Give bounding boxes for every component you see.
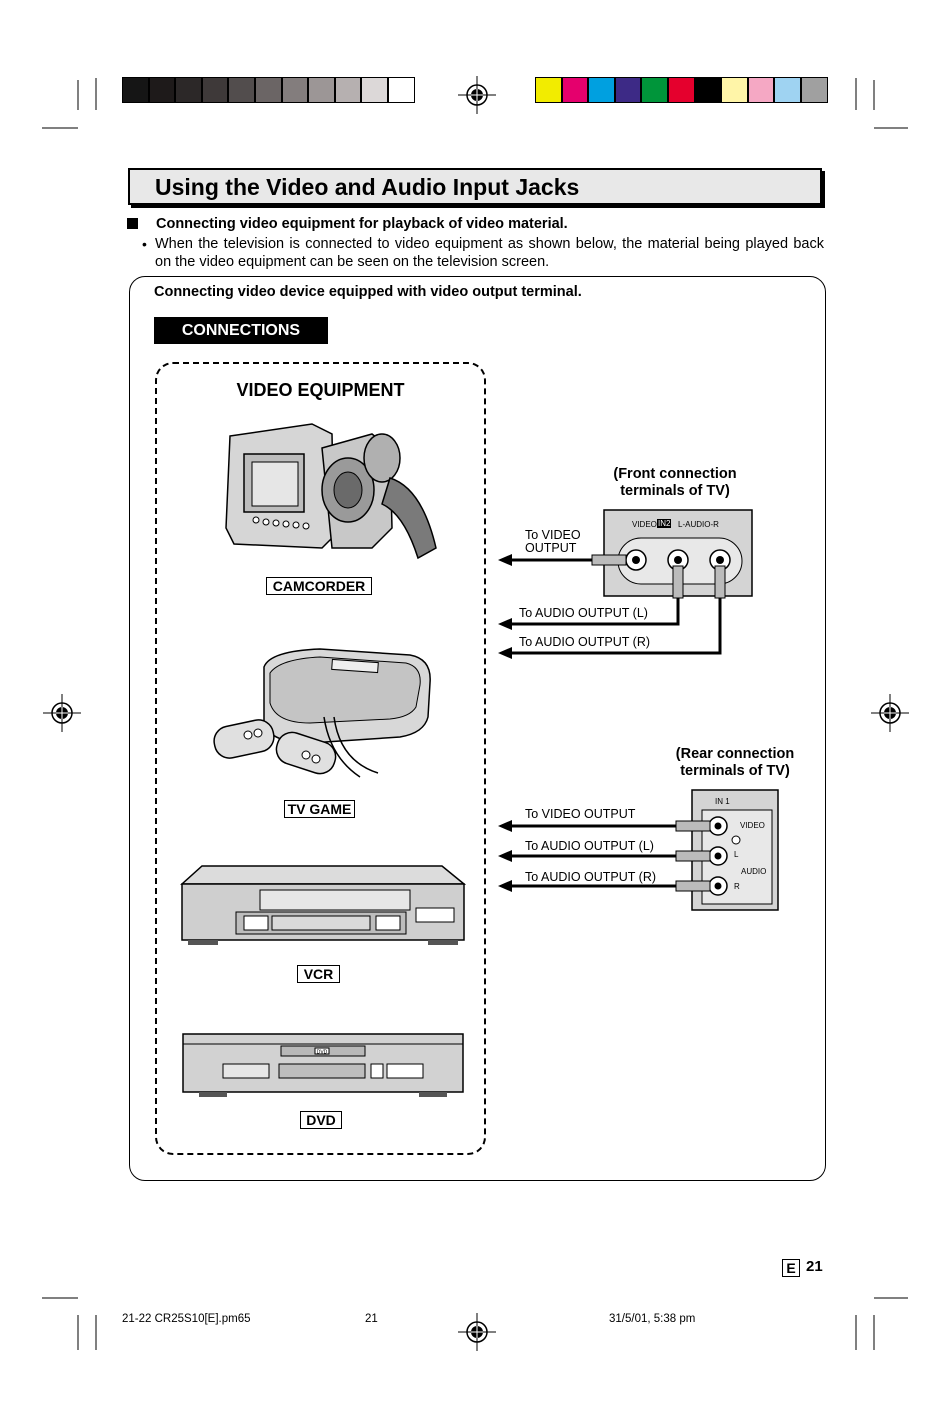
rear-to-video-label: To VIDEO OUTPUT [525, 807, 636, 821]
registration-mark-icon [458, 76, 496, 114]
front-to-audio-r-label: To AUDIO OUTPUT (R) [519, 635, 651, 649]
footer-filename: 21-22 CR25S10[E].pm65 [122, 1313, 251, 1325]
dvd-player-icon: DVD [182, 1033, 464, 1097]
color-swatch [228, 77, 255, 103]
registration-mark-icon [43, 694, 81, 732]
color-swatch [721, 77, 748, 103]
language-tag: E [782, 1259, 800, 1277]
rear-panel-audio-label: AUDIO [741, 867, 767, 876]
rear-title-line2: terminals of TV) [680, 763, 790, 779]
front-panel-video-label: VIDEO [632, 520, 657, 529]
camcorder-icon [225, 423, 437, 560]
camcorder-label: CAMCORDER [266, 577, 372, 595]
rear-connection-diagram [498, 789, 779, 911]
color-swatch [774, 77, 801, 103]
page-title: Using the Video and Audio Input Jacks [155, 174, 580, 200]
rear-to-audio-r-label: To AUDIO OUTPUT (R) [525, 870, 657, 884]
color-swatch [175, 77, 202, 103]
front-terminals-title: (Front connection terminals of TV) [600, 466, 750, 500]
rear-panel-l-label: L [734, 850, 739, 859]
intro-paragraph: When the television is connected to vide… [155, 236, 824, 270]
front-title-line1: (Front connection [613, 466, 737, 482]
rear-panel-video-label: VIDEO [740, 821, 765, 830]
front-title-line2: terminals of TV) [620, 483, 730, 499]
dvd-slot-logo: DVD [317, 1050, 328, 1056]
tv-game-label: TV GAME [284, 800, 355, 818]
connections-label: CONNECTIONS [154, 317, 328, 344]
panel-subheading: Connecting video device equipped with vi… [154, 284, 582, 300]
front-to-audio-l-label: To AUDIO OUTPUT (L) [519, 606, 648, 620]
color-swatch [308, 77, 335, 103]
video-equipment-box [155, 362, 486, 1155]
vcr-label: VCR [297, 965, 340, 983]
front-panel-in2-badge: IN2 [657, 519, 672, 528]
rear-to-audio-l-label: To AUDIO OUTPUT (L) [525, 839, 654, 853]
video-equipment-title: VIDEO EQUIPMENT [236, 380, 405, 400]
color-swatch [361, 77, 388, 103]
color-swatch [148, 77, 176, 103]
color-swatch [255, 77, 282, 103]
registration-mark-icon [458, 1313, 496, 1351]
front-panel-audio-label: L-AUDIO-R [678, 520, 719, 529]
connection-panel [129, 276, 826, 1181]
color-swatch [122, 77, 149, 103]
square-bullet-icon [127, 218, 138, 229]
rear-panel-in1-label: IN 1 [715, 797, 730, 806]
color-swatch [561, 77, 589, 103]
tv-game-icon [213, 648, 431, 778]
footer-date: 31/5/01, 5:38 pm [609, 1313, 696, 1325]
rear-terminals-title: (Rear connection terminals of TV) [660, 746, 810, 780]
color-swatch [334, 77, 362, 103]
page-number: 21 [806, 1258, 823, 1275]
color-swatch [388, 77, 415, 103]
color-swatch [588, 77, 615, 103]
color-swatch [747, 77, 775, 103]
color-swatch [694, 77, 722, 103]
color-swatch [641, 77, 668, 103]
bullet: • [142, 236, 147, 252]
color-swatch [281, 77, 309, 103]
color-swatch [535, 77, 562, 103]
rear-panel-r-label: R [734, 882, 740, 891]
vcr-icon [180, 865, 466, 945]
color-swatch [801, 77, 828, 103]
registration-mark-icon [871, 694, 909, 732]
section-heading: Connecting video equipment for playback … [156, 216, 568, 232]
color-swatch [668, 77, 695, 103]
front-to-video-line1: To VIDEO [525, 528, 581, 542]
color-swatch [614, 77, 642, 103]
front-connection-diagram [498, 509, 753, 659]
page-title-box: Using the Video and Audio Input Jacks [128, 168, 822, 205]
dvd-label: DVD [300, 1111, 342, 1129]
rear-title-line1: (Rear connection [675, 746, 795, 762]
color-swatch [201, 77, 229, 103]
footer-sheet-number: 21 [365, 1313, 378, 1325]
front-to-video-label: To VIDEO OUTPUT [525, 529, 581, 555]
front-to-video-line2: OUTPUT [525, 541, 577, 555]
